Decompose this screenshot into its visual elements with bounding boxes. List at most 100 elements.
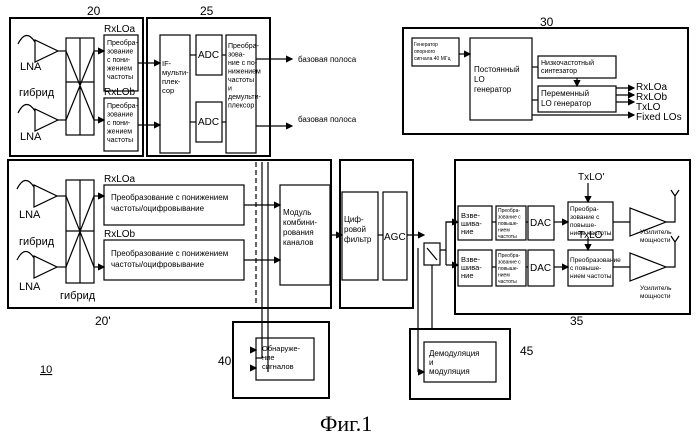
label-line: генератор [474,85,512,94]
lna-label-3: LNA [19,209,41,221]
label-line: Преобразование [570,256,621,264]
hybrid-label-2: гибрид [19,236,55,248]
dac-label-1: DAC [530,218,551,229]
ref-25: 25 [200,4,214,18]
label-line: ние [461,271,474,280]
label-line: Усилитель [640,285,672,292]
figure-caption: Фиг.1 [320,411,372,436]
if-mux-text: IF-мульти-плек-сор [162,59,189,95]
label-line: ние [262,353,275,362]
hybrid-label-3: гибрид [60,290,96,302]
label-line: LO генератор [541,99,592,108]
label-line: ровой [344,225,366,234]
detect-text: Обнаруже-ниесигналов [262,344,301,371]
label-line: Демодуляция [429,349,480,358]
label-line: с повыше- [570,265,601,272]
label-line: модуляция [429,367,470,376]
pa-text-2: Усилительмощности [640,285,672,300]
lna-label-1: LNA [20,61,42,73]
label-line: Преобра- [107,39,139,47]
label-line: нием частоты [570,230,612,237]
label-line: IF- [162,59,172,68]
const-lo-text: ПостоянныйLOгенератор [474,65,520,94]
label-line: демульти- [228,94,262,101]
label-line: ние [461,227,474,236]
channel-combine-text: Модулькомбини-рованияканалов [283,208,317,247]
hybrid-label-1: гибрид [19,87,55,99]
label-line: зование [107,112,133,119]
conv-small-text-1: Преобра-зование сповыше-ниемчастоты [498,208,521,240]
ref-45: 45 [520,344,534,358]
conv-small-text-2: Преобра-зование сповыше-ниемчастоты [498,253,521,285]
upconv-text-1: Преобра-зование сповыше-нием частоты [570,205,612,237]
label-line: Переменный [541,89,589,98]
label-line: фильтр [344,235,372,244]
weighting-text-2: Взве-шива-ние [461,255,482,280]
label-line: опорного [414,49,435,55]
label-line: Низкочастотный [541,59,594,67]
ref-20p: 20' [95,314,111,328]
label-line: сигналов [262,362,294,371]
agc-label: AGC [384,232,406,243]
ref-35: 35 [570,314,584,328]
label-line: комбини- [283,218,317,227]
adc-label-2: ADC [198,117,219,128]
lna-triangle-2 [35,109,58,131]
label-line: нием частоты [570,273,612,280]
downconv-text-b: Преобра-зованиес пони-жениемчастоты [107,102,139,144]
label-line: частоты/оцифровывание [111,204,205,213]
label-line: рования [283,228,314,237]
filter-agc-group [340,160,424,308]
label-line: мульти- [162,68,189,77]
txlo-top-label: TxLO' [578,172,604,183]
lna-label-4: LNA [19,281,41,293]
label-line: Преобра- [498,253,520,259]
downconv-digitize-text-a: Преобразование с понижениемчастоты/оцифр… [111,193,228,213]
lna-triangle-4 [34,256,57,278]
label-line: нием [498,273,510,279]
label-line: зование с [570,214,600,221]
pa-text-1: Усилительмощности [640,229,672,244]
rxlob-label-2: RxLOb [104,229,136,240]
ref-gen-text: Генераторопорногосигнала 40 МГц [414,42,451,62]
rxloa-label-1: RxLOa [104,24,136,35]
lna-label-2: LNA [20,131,42,143]
label-line: мощности [640,293,671,300]
label-line: зование с [498,260,521,266]
lowfreq-synth-text: Низкочастотныйсинтезатор [541,59,594,75]
dac-label-2: DAC [530,263,551,274]
ref-40: 40 [218,354,232,368]
label-line: Преобра- [498,208,520,214]
downconv-digitize-text-b: Преобразование с понижениемчастоты/оцифр… [111,249,228,269]
label-line: сор [162,86,174,95]
label-line: мощности [640,237,671,244]
label-line: частоты [498,279,517,285]
label-line: жением [107,66,132,73]
label-line: каналов [283,238,313,247]
label-line: Преобра- [107,102,139,110]
label-line: повыше- [570,222,596,229]
label-line: зование [107,49,133,56]
label-line: Преобра- [570,205,599,213]
label-line: зова- [228,52,246,59]
label-line: и [429,358,433,367]
label-line: Генератор [414,42,438,48]
label-line: Постоянный [474,65,520,74]
ref-20: 20 [87,4,101,18]
block-45 [410,329,510,399]
var-lo-text: ПеременныйLO генератор [541,89,592,108]
pa-triangle-2 [630,253,666,281]
label-line: плексор [228,103,254,110]
demod-text: Демодуляцияимодуляция [429,349,480,376]
downconv-text-a: Преобра-зованиес пони-жениемчастоты [107,39,139,81]
weighting-text-1: Взве-шива-ние [461,211,482,236]
lo-outputs-text: RxLOaRxLObTxLOFixed LOs [636,82,682,123]
rxloa-label-2: RxLOa [104,174,136,185]
demod-box [424,342,496,382]
baseband-label-2: базовая полоса [298,115,357,124]
lna-triangle-3 [34,185,57,207]
label-line: Усилитель [640,229,672,236]
ref-30: 30 [540,15,554,29]
label-line: плек- [162,77,181,86]
